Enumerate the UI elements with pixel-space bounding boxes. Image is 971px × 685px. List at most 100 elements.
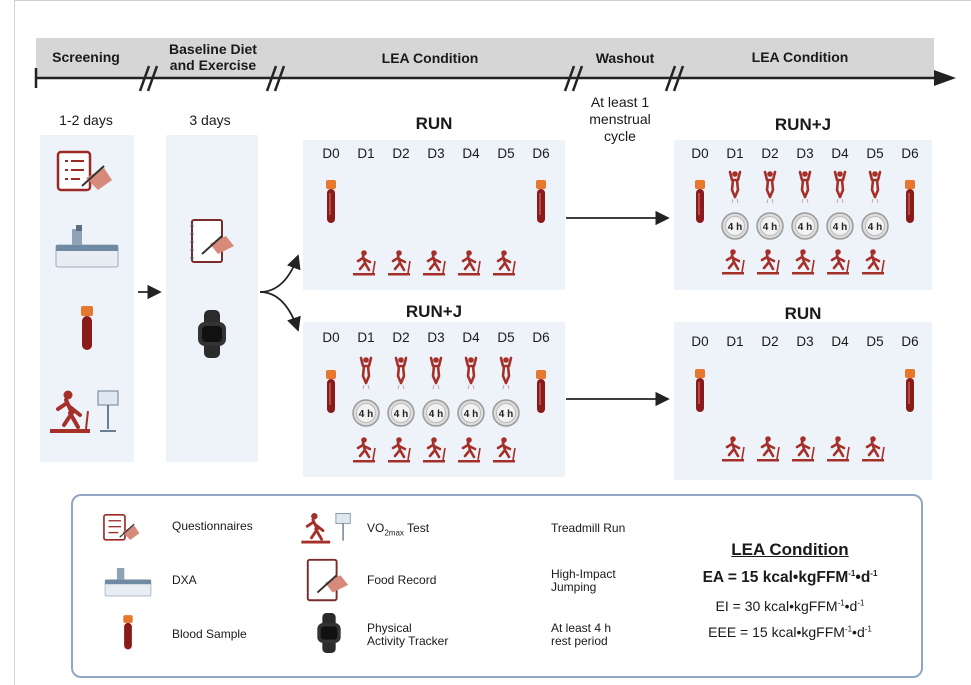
runj-second-rest-4h-icon: 4 h [826,212,854,240]
timeline-break-marks [138,65,685,92]
eee-exp2: -1 [864,624,872,634]
runj-first-blood-tube-d0 [326,370,336,413]
washout-note-3: cycle [604,128,636,144]
runj-first-treadmill-runner-icon [493,437,516,463]
runj-first-rest-4h-icon: 4 h [422,399,450,427]
runj-second-blood-tube-d0 [695,180,705,223]
baseline-panel [166,135,258,462]
legend-vo2max-icon [301,513,351,544]
run-second-day-1: D1 [726,334,744,349]
title-runj-second: RUN+J [774,115,832,134]
run-first-blood-tube-d0 [326,180,336,223]
phase-screening: Screening [52,49,120,65]
rest-badge-label: 4 h [763,222,777,233]
run-first-treadmill-runner-icon [493,250,516,276]
runj-second-rest-4h-icon: 4 h [791,212,819,240]
runj-first-jumping-icon [464,356,478,390]
frame-top-edge [14,0,971,1]
rest-badge-label: 4 h [429,409,443,420]
legend-rest-2: rest period [551,634,608,648]
run-first-day-6: D6 [532,146,550,161]
washout-note-1: At least 1 [590,94,650,110]
ea-d: •d [855,569,871,587]
run-second-day-5: D5 [866,334,884,349]
legend-questionnaires: Questionnaires [172,519,253,533]
legend-dxa-icon [104,567,152,597]
ei-d: •d [844,598,858,614]
title-run-first: RUN [415,114,453,133]
legend-treadmill-run: Treadmill Run [551,521,626,535]
eee-text: EEE = 15 kcal•kgFFM [708,624,845,640]
activity-tracker-icon [198,310,226,358]
legend-activity-tracker-1: Physical [367,621,412,635]
run-second-treadmill-runner-icon [722,436,745,462]
phase-lea-1: LEA Condition [381,50,479,66]
title-runj-first: RUN+J [405,302,463,321]
run-first-treadmill-runner-icon [388,250,411,276]
ea-exp2: -1 [870,569,878,578]
legend-food-record-icon [306,558,349,602]
runj-first-day-6: D6 [532,330,550,345]
rest-badge-label: 4 h [833,222,847,233]
run-second-blood-tube-d0 [695,369,705,412]
rest-badge-label: 4 h [499,409,513,420]
legend-dxa: DXA [172,573,197,587]
run-first-day-1: D1 [357,146,375,161]
phase-baseline-line1: Baseline Diet [169,41,257,57]
legend-jumping-1: High-Impact [551,567,616,581]
legend-blood-sample: Blood Sample [172,627,247,641]
runj-second-blood-tube-d6 [905,180,915,223]
runj-first-jumping-icon [394,356,408,390]
legend-activity-tracker-icon [317,613,341,653]
blood-sample-icon [81,306,93,350]
panel-run-second [674,322,932,480]
run-second-treadmill-runner-icon [862,436,885,462]
lea-eee-formula: EEE = 15 kcal•kgFFM-1•d-1 [680,624,900,640]
timeline-bar [34,38,956,92]
phase-baseline-line2: and Exercise [169,57,257,73]
runj-first-day-1: D1 [357,330,375,345]
legend-food-record: Food Record [367,573,437,587]
runj-second-day-2: D2 [761,146,779,161]
runj-second-treadmill-runner-icon [722,249,745,275]
run-first-day-2: D2 [392,146,410,161]
runj-first-treadmill-runner-icon [423,437,446,463]
run-first-treadmill-runner-icon [353,250,376,276]
vo2-prefix: VO [367,521,385,535]
rest-badge-label: 4 h [359,409,373,420]
run-second-day-0: D0 [691,334,709,349]
eee-exp1: -1 [844,624,853,634]
run-first-treadmill-runner-icon [458,250,481,276]
run-first-day-0: D0 [322,146,340,161]
runj-second-treadmill-runner-icon [792,249,815,275]
legend-blood-sample-icon [123,615,133,650]
legend-jumping-2: Jumping [551,580,597,594]
runj-first-jumping-icon [359,356,373,390]
runj-second-jumping-icon [868,170,882,204]
legend-box [71,494,923,678]
run-second-blood-tube-d6 [905,369,915,412]
legend-rest-1: At least 4 h [551,621,612,635]
phase-washout: Washout [595,50,655,66]
runj-second-jumping-icon [798,170,812,204]
run-second-day-4: D4 [831,334,849,349]
runj-first-day-4: D4 [462,330,480,345]
flow-arrows [138,210,670,407]
vo2-sub: 2max [384,528,404,538]
legend-vo2max: VO2max Test [367,522,429,539]
legend-questionnaire-icon [103,514,140,541]
run-second-day-2: D2 [761,334,779,349]
runj-second-day-4: D4 [831,146,849,161]
runj-second-rest-4h-icon: 4 h [861,212,889,240]
runj-first-rest-4h-icon: 4 h [492,399,520,427]
runj-second-treadmill-runner-icon [827,249,850,275]
rest-badge-label: 4 h [464,409,478,420]
run-first-day-4: D4 [462,146,480,161]
runj-second-rest-4h-icon: 4 h [721,212,749,240]
run-first-blood-tube-d6 [536,180,546,223]
runj-second-jumping-icon [833,170,847,204]
runj-second-rest-4h-icon: 4 h [756,212,784,240]
runj-second-day-5: D5 [866,146,884,161]
questionnaire-icon [56,150,112,192]
run-first-treadmill-runner-icon [423,250,446,276]
